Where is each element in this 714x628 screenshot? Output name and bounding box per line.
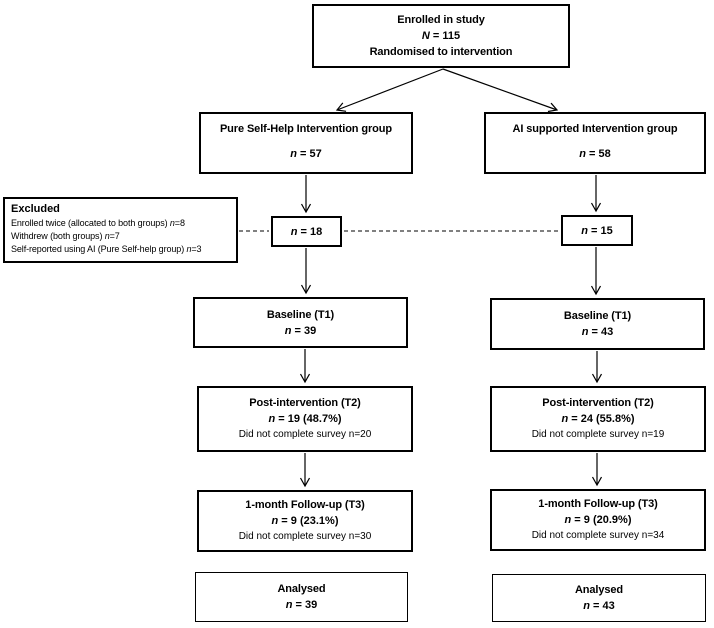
box-followup-left: 1-month Follow-up (T3) n = 9 (23.1%) Did… bbox=[197, 490, 413, 552]
followup-right-incomplete: Did not complete survey n=34 bbox=[531, 530, 665, 541]
baseline-right-title: Baseline (T1) bbox=[563, 310, 632, 322]
enrolled-title: Enrolled in study bbox=[397, 14, 485, 26]
box-followup-right: 1-month Follow-up (T3) n = 9 (20.9%) Did… bbox=[490, 489, 706, 551]
post-right-n: n = 24 (55.8%) bbox=[561, 413, 635, 425]
followup-right-title: 1-month Follow-up (T3) bbox=[538, 498, 658, 510]
box-post-intervention-right: Post-intervention (T2) n = 24 (55.8%) Di… bbox=[490, 386, 706, 452]
post-left-title: Post-intervention (T2) bbox=[249, 397, 361, 409]
post-right-title: Post-intervention (T2) bbox=[542, 397, 654, 409]
analysed-left-n: n = 39 bbox=[285, 599, 318, 611]
excluded-item: Enrolled twice (allocated to both groups… bbox=[11, 218, 185, 228]
group-left-n: n = 57 bbox=[290, 148, 322, 160]
baseline-left-n: n = 39 bbox=[284, 324, 317, 337]
excluded-title: Excluded bbox=[11, 203, 60, 215]
arrow-enrolled-to-right-group bbox=[442, 68, 557, 110]
followup-left-title: 1-month Follow-up (T3) bbox=[245, 499, 365, 511]
enrolled-n: N = 115 bbox=[421, 30, 461, 42]
analysed-left-title: Analysed bbox=[277, 583, 326, 595]
box-baseline-right: Baseline (T1) n = 43 bbox=[490, 298, 705, 350]
box-post-intervention-left: Post-intervention (T2) n = 19 (48.7%) Di… bbox=[197, 386, 413, 452]
post-right-incomplete: Did not complete survey n=19 bbox=[531, 429, 665, 440]
baseline-left-title: Baseline (T1) bbox=[266, 308, 335, 321]
excluded-item: Self-reported using AI (Pure Self-help g… bbox=[11, 244, 202, 254]
excluded-n-left-value: n = 18 bbox=[290, 225, 323, 238]
analysed-right-title: Analysed bbox=[574, 584, 624, 596]
post-left-n: n = 19 (48.7%) bbox=[268, 413, 342, 425]
group-right-n: n = 58 bbox=[579, 148, 611, 160]
group-right-title: AI supported Intervention group bbox=[512, 123, 678, 135]
enrolled-subtitle: Randomised to intervention bbox=[369, 46, 513, 58]
followup-right-n: n = 9 (20.9%) bbox=[564, 514, 632, 526]
box-group-ai-supported: AI supported Intervention group n = 58 bbox=[484, 112, 706, 174]
excluded-item: Withdrew (both groups) n=7 bbox=[11, 231, 120, 241]
baseline-right-n: n = 43 bbox=[581, 326, 614, 338]
group-left-title: Pure Self-Help Intervention group bbox=[219, 123, 393, 135]
followup-left-n: n = 9 (23.1%) bbox=[271, 515, 339, 527]
box-excluded: Excluded Enrolled twice (allocated to bo… bbox=[3, 197, 238, 263]
box-excluded-n-right: n = 15 bbox=[561, 215, 633, 246]
box-excluded-n-left: n = 18 bbox=[271, 216, 342, 247]
followup-left-incomplete: Did not complete survey n=30 bbox=[238, 531, 372, 542]
box-baseline-left: Baseline (T1) n = 39 bbox=[193, 297, 408, 348]
box-group-pure-self-help: Pure Self-Help Intervention group n = 57 bbox=[199, 112, 413, 174]
box-analysed-left: Analysed n = 39 bbox=[195, 572, 408, 622]
post-left-incomplete: Did not complete survey n=20 bbox=[238, 429, 372, 440]
analysed-right-n: n = 43 bbox=[583, 600, 615, 612]
box-enrolled: Enrolled in study N = 115 Randomised to … bbox=[312, 4, 570, 68]
arrow-enrolled-to-left-group bbox=[337, 68, 444, 110]
excluded-n-right-value: n = 15 bbox=[581, 224, 613, 237]
box-analysed-right: Analysed n = 43 bbox=[492, 574, 706, 622]
